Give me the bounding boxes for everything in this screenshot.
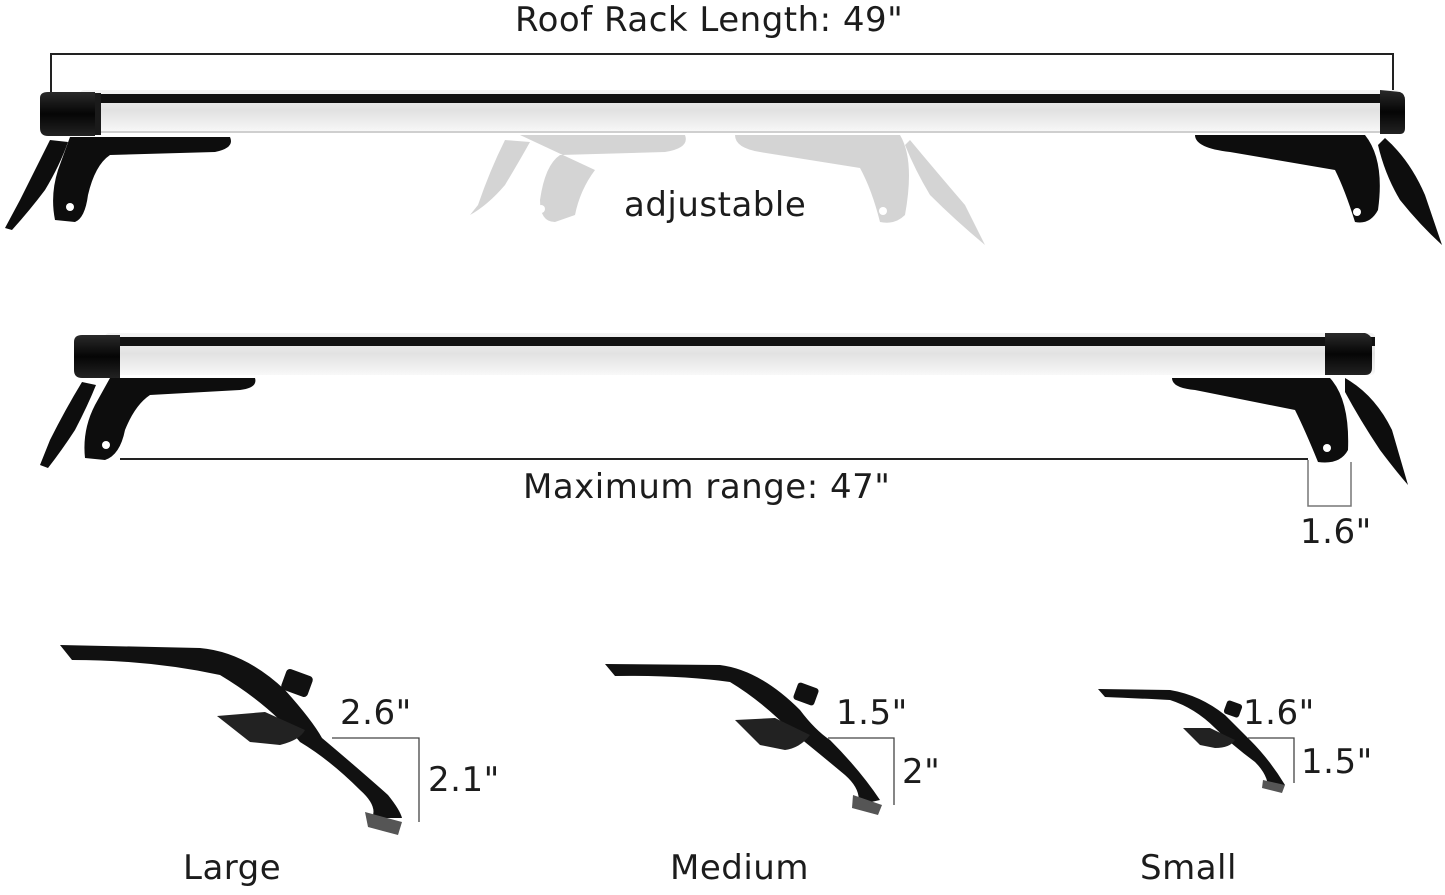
medium-clamp-label: Medium bbox=[670, 848, 809, 888]
small-clamp-label: Small bbox=[1140, 848, 1237, 888]
top-length-dimension bbox=[50, 53, 1394, 92]
top-end-cap-left bbox=[40, 92, 101, 136]
top-end-cap-right bbox=[1380, 90, 1405, 134]
top-crossbar bbox=[80, 90, 1400, 133]
foot-width-label: 1.6" bbox=[1300, 512, 1372, 552]
bottom-crossbar bbox=[105, 333, 1375, 375]
clamp-small bbox=[1098, 689, 1295, 793]
top-foot-right bbox=[1195, 135, 1442, 245]
bottom-end-cap-right bbox=[1325, 333, 1372, 375]
bottom-foot-left bbox=[40, 378, 256, 468]
small-clamp-height-label: 1.5" bbox=[1301, 742, 1373, 782]
large-clamp-height-label: 2.1" bbox=[428, 760, 500, 800]
medium-clamp-width-label: 1.5" bbox=[836, 693, 908, 733]
small-clamp-width-label: 1.6" bbox=[1243, 693, 1315, 733]
clamp-large bbox=[60, 645, 420, 835]
bottom-end-cap-left bbox=[74, 335, 120, 378]
adjustable-label: adjustable bbox=[624, 185, 807, 225]
large-clamp-width-label: 2.6" bbox=[340, 693, 412, 733]
large-clamp-label: Large bbox=[183, 848, 282, 888]
maximum-range-label: Maximum range: 47" bbox=[523, 467, 891, 507]
clamp-medium bbox=[605, 664, 895, 815]
medium-clamp-height-label: 2" bbox=[902, 752, 941, 792]
top-foot-left bbox=[5, 137, 232, 230]
ghost-foot-right bbox=[735, 135, 985, 245]
ghost-foot-left bbox=[470, 135, 686, 222]
bottom-foot-right bbox=[1172, 378, 1408, 485]
foot-width-dimension bbox=[1307, 460, 1352, 507]
roof-rack-length-label: Roof Rack Length: 49" bbox=[515, 0, 904, 40]
